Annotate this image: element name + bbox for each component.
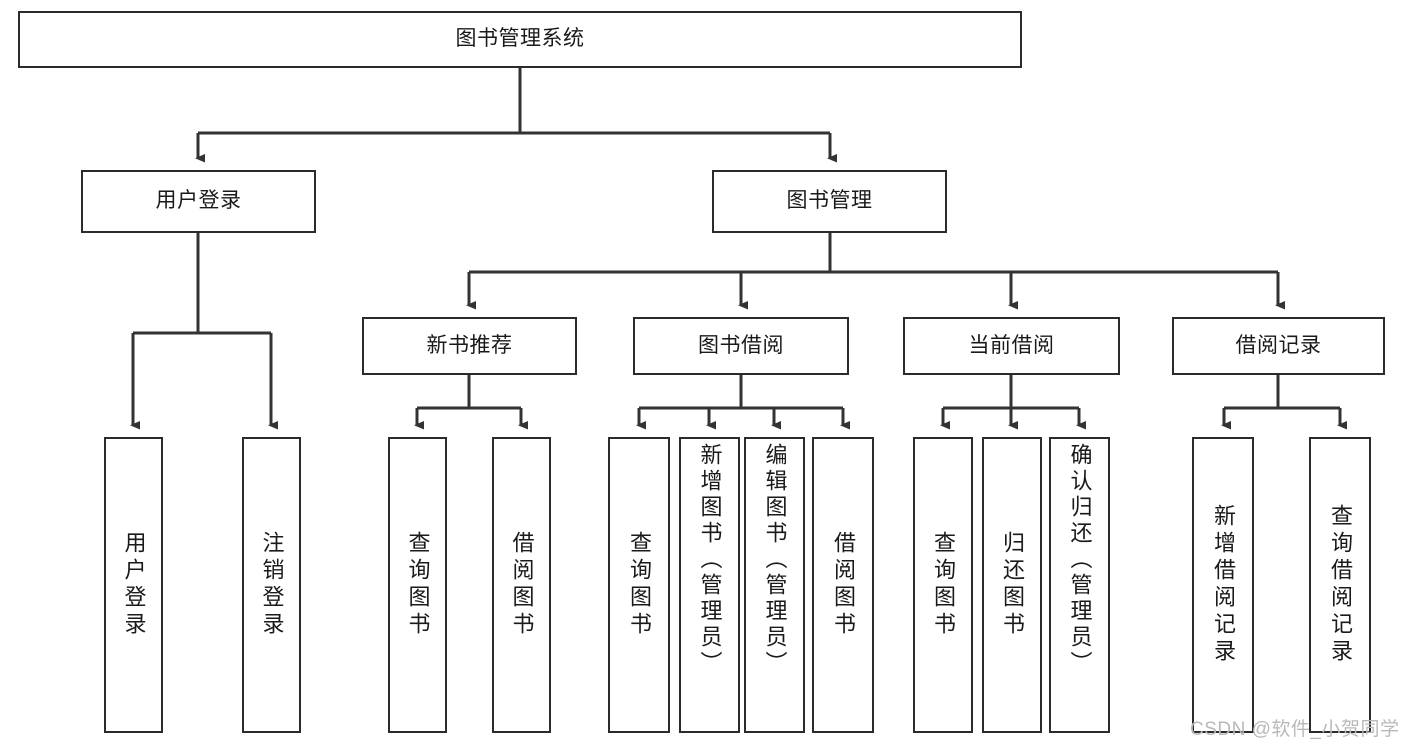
edges-root-to-level2 (195, 68, 837, 163)
edges-borrow-record-to-leaves (1221, 375, 1347, 430)
node-label: 查询图书 (931, 531, 956, 639)
edges-book-borrow-to-leaves (636, 375, 850, 430)
node-label: 归还图书 (1000, 531, 1025, 639)
node-label: 新增借阅记录 (1211, 504, 1236, 666)
leaf-borrow-book-borrowing[interactable]: 借阅图书 (812, 437, 874, 733)
leaf-user-login[interactable]: 用户登录 (104, 437, 163, 733)
edges-user-login-to-leaves (130, 233, 278, 430)
node-label: 借阅记录 (1235, 333, 1322, 357)
node-label: 查询图书 (627, 531, 652, 639)
node-label: 查询图书 (405, 531, 431, 639)
node-label: 图书借阅 (698, 333, 784, 357)
node-label: 图书管理系统 (455, 27, 585, 51)
node-book-borrowing[interactable]: 图书借阅 (633, 317, 849, 375)
node-label: 用户登录 (155, 189, 242, 213)
leaf-edit-book-admin[interactable]: 编辑图书（管理员） (744, 437, 805, 733)
node-label: 用户登录 (121, 531, 147, 639)
node-label: 编辑图书（管理员） (762, 443, 788, 677)
node-borrowing-record[interactable]: 借阅记录 (1172, 317, 1385, 375)
watermark-text: CSDN @软件_小贺同学 (1190, 719, 1400, 740)
edges-book-manage-to-level3 (466, 233, 1285, 310)
node-label: 新增图书（管理员） (697, 443, 723, 677)
node-user-login[interactable]: 用户登录 (81, 170, 316, 233)
node-new-book-recommendation[interactable]: 新书推荐 (362, 317, 577, 375)
leaf-add-book-admin[interactable]: 新增图书（管理员） (679, 437, 740, 733)
leaf-add-borrowing-record[interactable]: 新增借阅记录 (1192, 437, 1254, 733)
node-root-book-management-system[interactable]: 图书管理系统 (18, 11, 1022, 68)
node-label: 确认归还（管理员） (1067, 443, 1093, 677)
leaf-query-book-new-recommendation[interactable]: 查询图书 (388, 437, 447, 733)
node-label: 图书管理 (786, 189, 873, 213)
edges-new-book-rec-to-leaves (414, 375, 528, 430)
leaf-query-borrowing-record[interactable]: 查询借阅记录 (1309, 437, 1371, 733)
node-book-management[interactable]: 图书管理 (712, 170, 947, 233)
edges-current-borrow-to-leaves (940, 375, 1086, 430)
node-label: 借阅图书 (831, 531, 856, 639)
leaf-confirm-return-admin[interactable]: 确认归还（管理员） (1049, 437, 1110, 733)
leaf-query-book-borrowing[interactable]: 查询图书 (608, 437, 670, 733)
node-label: 新书推荐 (426, 333, 513, 357)
leaf-return-book[interactable]: 归还图书 (982, 437, 1042, 733)
leaf-borrow-book-new-recommendation[interactable]: 借阅图书 (492, 437, 551, 733)
leaf-logout[interactable]: 注销登录 (242, 437, 301, 733)
node-label: 借阅图书 (509, 531, 535, 639)
node-label: 当前借阅 (968, 333, 1055, 357)
node-label: 查询借阅记录 (1328, 504, 1353, 666)
leaf-query-book-current[interactable]: 查询图书 (913, 437, 973, 733)
node-label: 注销登录 (259, 531, 285, 639)
node-current-borrowing[interactable]: 当前借阅 (903, 317, 1120, 375)
